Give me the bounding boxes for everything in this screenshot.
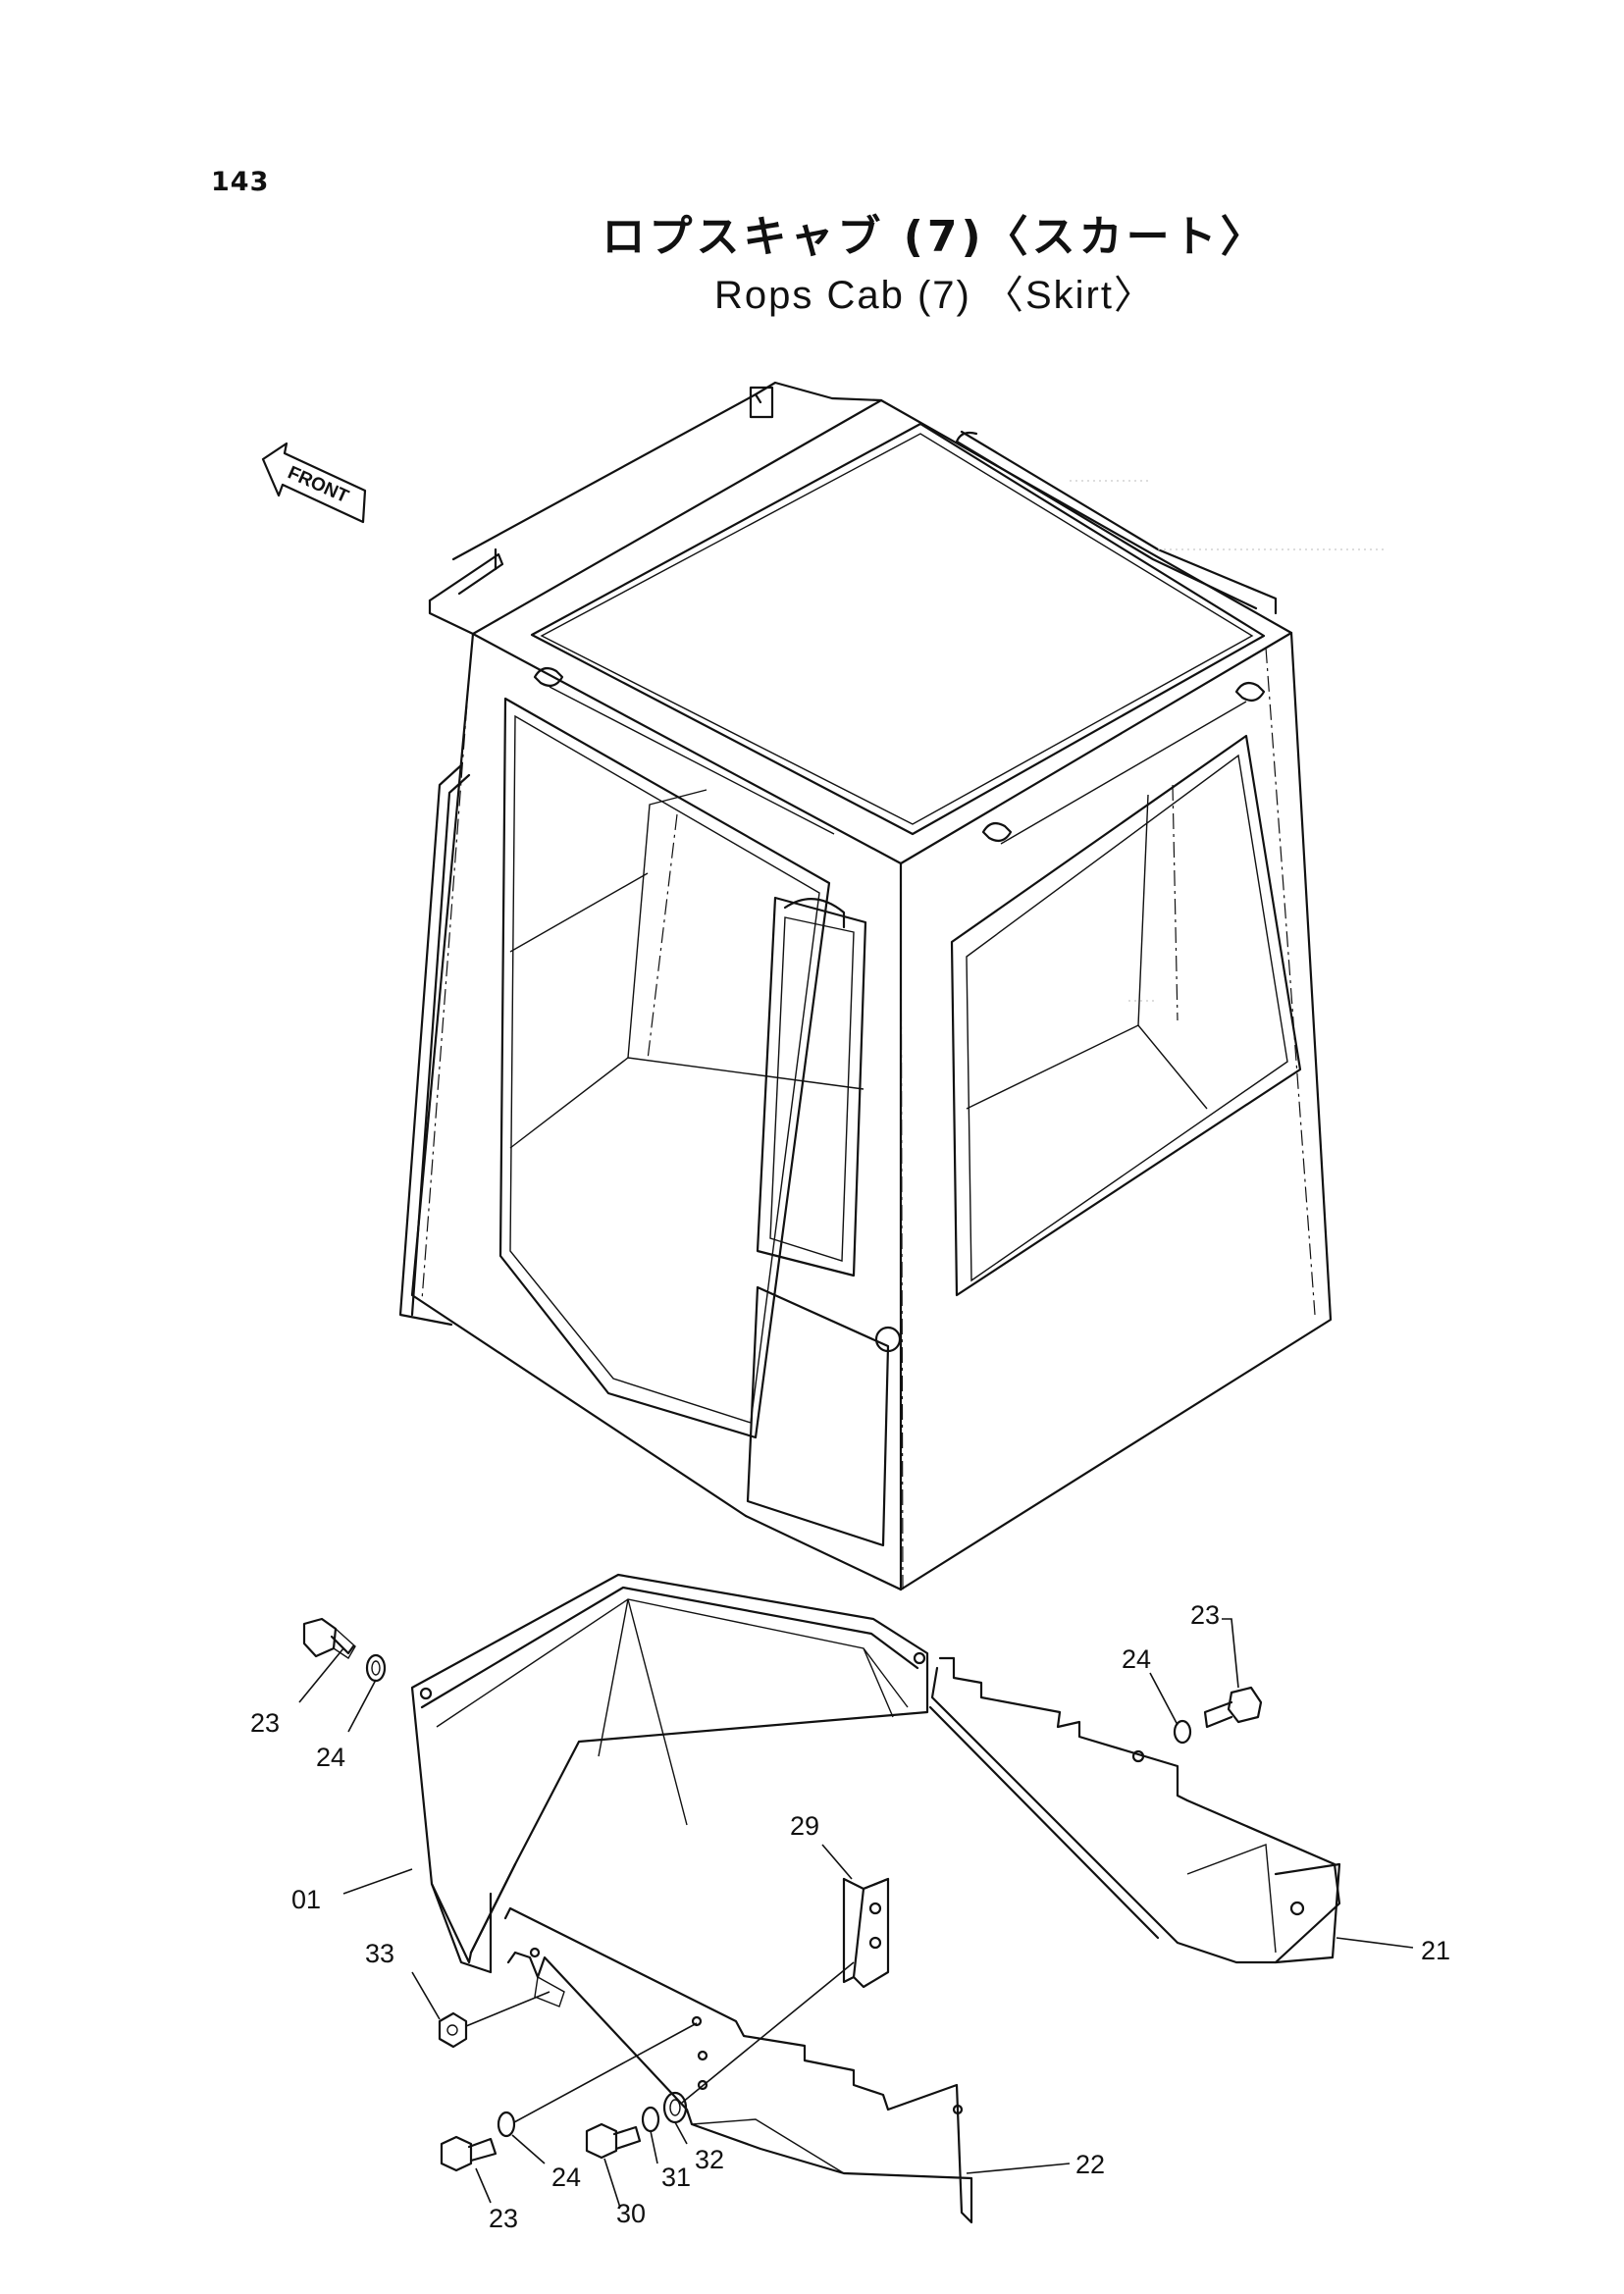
skirt-22 — [503, 1906, 973, 2224]
washer-31-icon — [641, 2106, 660, 2133]
callout-22: 22 — [1075, 2150, 1105, 2179]
callout-24-right: 24 — [1122, 1644, 1151, 1674]
rops-cab — [398, 381, 1384, 1591]
washer-24-bottom-icon — [497, 2111, 516, 2138]
title-japanese: ロプスキャブ (7)〈スカート〉 — [602, 212, 1268, 262]
page-number: 143 — [211, 167, 270, 197]
bolt-23-right-icon — [1203, 1686, 1263, 1729]
washer-24-right-icon — [1173, 1719, 1192, 1745]
bolt-23-left-icon — [302, 1617, 356, 1659]
callout-23-right: 23 — [1190, 1600, 1220, 1630]
callout-01: 01 — [291, 1885, 321, 1914]
bolt-23-bottom-icon — [440, 2135, 498, 2172]
bolt-30-icon — [585, 2122, 642, 2160]
skirt-01 — [410, 1573, 929, 1974]
front-arrow-icon: FRONT — [261, 442, 367, 524]
bracket-29 — [842, 1877, 890, 1989]
nut-33-icon — [438, 2011, 468, 2049]
callout-33: 33 — [365, 1939, 394, 1968]
callout-24-bottom: 24 — [551, 2163, 581, 2192]
callout-32: 32 — [695, 2145, 724, 2174]
callout-29: 29 — [790, 1811, 819, 1841]
callout-30: 30 — [616, 2199, 646, 2228]
washer-24-left-icon — [365, 1653, 387, 1683]
callout-23-left: 23 — [250, 1708, 280, 1738]
callout-21: 21 — [1421, 1936, 1450, 1965]
skirt-21 — [928, 1656, 1341, 1964]
callout-23-bottom: 23 — [489, 2204, 518, 2233]
callout-31: 31 — [661, 2163, 691, 2192]
leader-lines — [298, 1618, 1414, 2209]
callout-24-left: 24 — [316, 1743, 345, 1772]
title-english: Rops Cab (7) 〈Skirt〉 — [714, 274, 1155, 317]
